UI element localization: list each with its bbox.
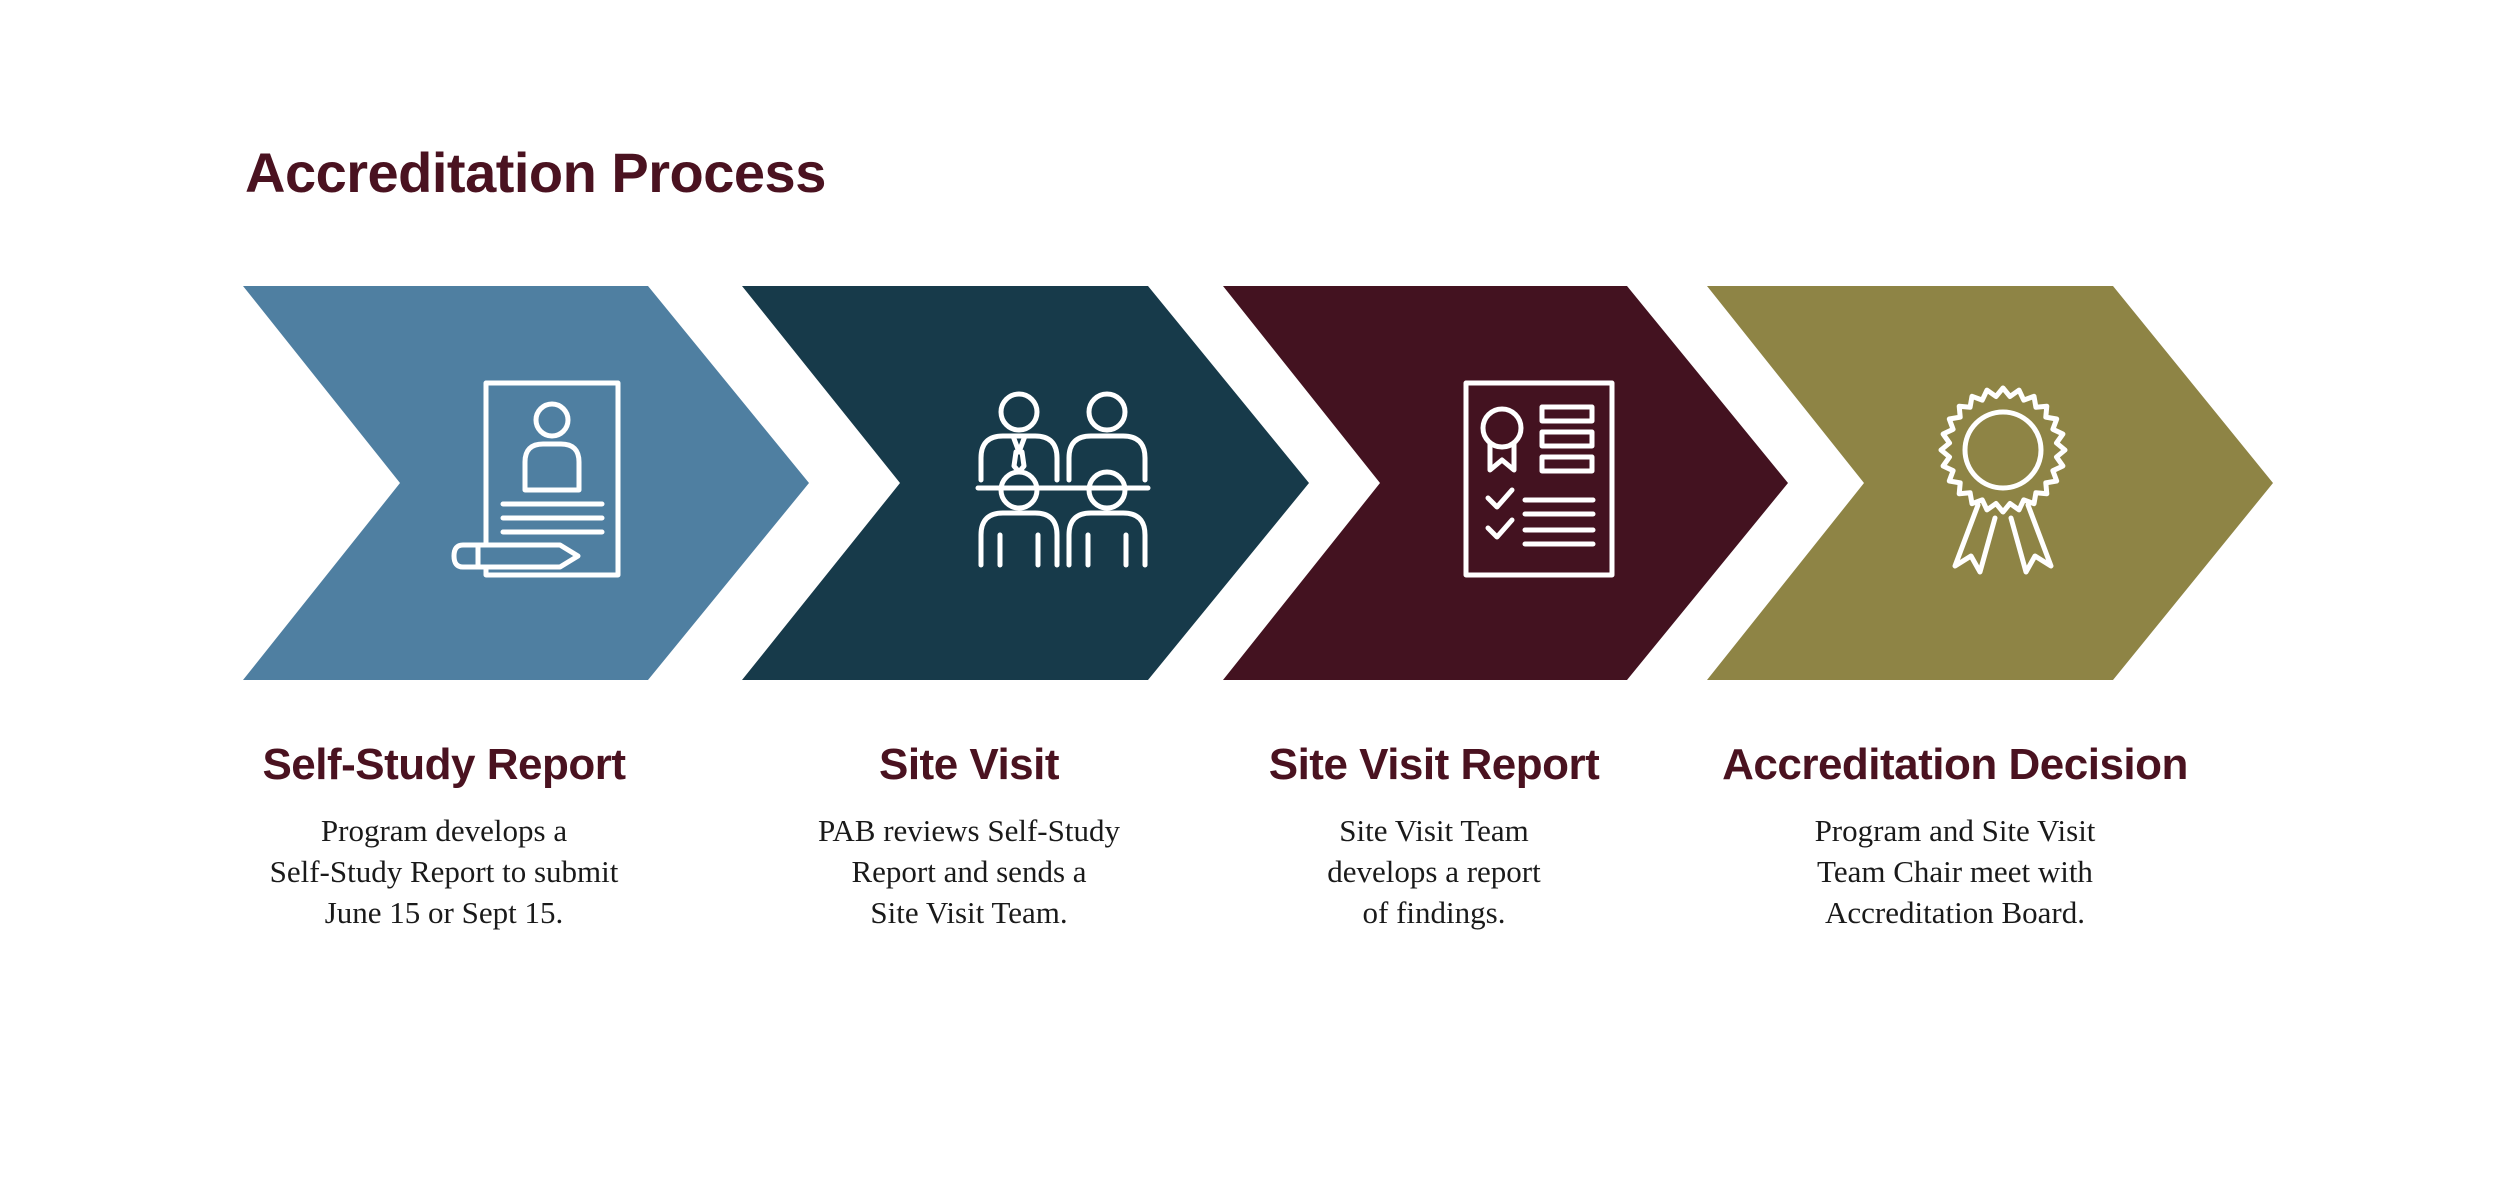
page-title: Accreditation Process bbox=[245, 141, 826, 204]
step-2: Site Visit PAB reviews Self-Study Report… bbox=[709, 740, 1229, 933]
step-description-line: Self-Study Report to submit bbox=[269, 854, 619, 889]
step-1: Self-Study Report Program develops a Sel… bbox=[184, 740, 704, 933]
meeting-people-icon bbox=[975, 391, 1151, 568]
award-ribbon-icon bbox=[1938, 385, 2068, 575]
step-description-line: PAB reviews Self-Study bbox=[818, 813, 1120, 848]
step-description-line: June 15 or Sept 15. bbox=[324, 895, 564, 930]
chevron-step-3 bbox=[1223, 286, 1788, 680]
step-description-line: develops a report bbox=[1327, 854, 1541, 889]
step-description-line: Report and sends a bbox=[851, 854, 1087, 889]
step-description-line: Team Chair meet with bbox=[1817, 854, 2093, 889]
step-4: Accreditation Decision Program and Site … bbox=[1695, 740, 2215, 933]
checklist-report-icon bbox=[1463, 380, 1615, 578]
step-description-line: of findings. bbox=[1362, 895, 1506, 930]
step-title: Site Visit Report bbox=[1268, 740, 1600, 789]
chevron-step-4 bbox=[1707, 286, 2273, 680]
chevron-step-2 bbox=[742, 286, 1309, 680]
step-description: Program develops a Self-Study Report to … bbox=[184, 810, 704, 933]
document-pencil-icon bbox=[451, 380, 621, 578]
step-description: Program and Site Visit Team Chair meet w… bbox=[1695, 810, 2215, 933]
step-description: PAB reviews Self-Study Report and sends … bbox=[709, 810, 1229, 933]
step-3: Site Visit Report Site Visit Team develo… bbox=[1174, 740, 1694, 933]
step-title: Self-Study Report bbox=[262, 740, 626, 789]
step-description: Site Visit Team develops a report of fin… bbox=[1174, 810, 1694, 933]
step-description-line: Site Visit Team. bbox=[870, 895, 1068, 930]
step-title: Site Visit bbox=[878, 740, 1060, 789]
step-title: Accreditation Decision bbox=[1722, 740, 2188, 789]
step-description-line: Program and Site Visit bbox=[1814, 813, 2096, 848]
step-description-line: Program develops a bbox=[320, 813, 568, 848]
step-description-line: Accreditation Board. bbox=[1825, 895, 2085, 930]
step-description-line: Site Visit Team bbox=[1339, 813, 1529, 848]
